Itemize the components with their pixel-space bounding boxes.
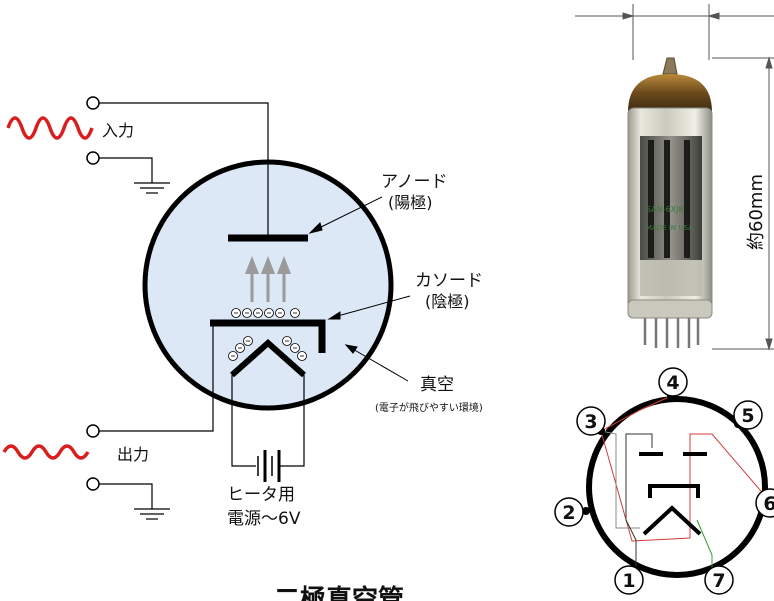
pin-number-5: 5 (741, 405, 754, 427)
heater-leads-right (280, 375, 305, 467)
heater-filament (230, 338, 306, 378)
dimension-lines (575, 4, 774, 351)
pin-number-1: 1 (622, 570, 635, 592)
cathode-label: カソード (415, 271, 483, 291)
ground-symbol-top (134, 182, 170, 194)
pin-badge-4: 4 (658, 367, 688, 397)
anode-sub-label: (陽極) (388, 193, 433, 212)
diagram-title: 二極真空管 (274, 584, 404, 601)
pin-badge-3: 3 (576, 406, 606, 436)
tube-base (627, 299, 713, 319)
output-ground-wire (99, 483, 153, 509)
vacuum-note: (電子が飛びやすい環境) (375, 401, 483, 414)
tube-pins (643, 318, 700, 348)
vacuum-label: 真空 (420, 375, 454, 395)
pin-badge-5: 5 (733, 400, 763, 430)
tube-lower-wires (640, 260, 702, 296)
tube-print-1: SAN-6XJ8 (646, 205, 684, 214)
pin-number-3: 3 (584, 411, 597, 433)
pin-badge-1: 1 (614, 565, 644, 595)
tube-getter-dome (628, 74, 712, 112)
pin-badge-2: 2 (554, 497, 584, 527)
input-ground-wire (99, 157, 153, 183)
input-signal-wave (6, 116, 94, 140)
dimension-label: 約60mm (746, 174, 767, 250)
pin-number-4: 4 (666, 372, 679, 394)
tube-inner-ribs (648, 140, 690, 258)
heater-label-2: 電源〜6V (227, 509, 301, 529)
electron-minus-signs (231, 312, 304, 357)
anode-lead-wire (99, 102, 269, 237)
pin-badge-7: 7 (704, 565, 734, 595)
pinout-diagram: 4 3 5 2 6 1 7 (554, 367, 774, 595)
pin-badge-6: 6 (755, 488, 774, 518)
heater-leads (231, 375, 256, 467)
anode-label: アノード (381, 172, 447, 192)
input-label: 入力 (102, 121, 134, 140)
pinout-electrodes (639, 452, 707, 536)
anode-pin-wire (600, 395, 767, 542)
tube-tip (662, 57, 678, 75)
cathode-sub-label: (陰極) (425, 292, 470, 311)
tube-schematic: 入力 出力 アノード (陽極) カソード (陰極) 真空 (電子が飛びやすい環境… (2, 96, 483, 601)
heater-battery (257, 450, 281, 482)
pin-number-7: 7 (712, 570, 725, 592)
output-terminal-bottom (86, 477, 100, 491)
input-terminal-top (86, 96, 100, 110)
pin-number-2: 2 (562, 502, 575, 524)
plate-wire-left (600, 430, 640, 529)
output-label: 出力 (117, 445, 149, 464)
pin-number-6: 6 (763, 493, 774, 515)
cathode-plate (210, 319, 326, 353)
cathode-lead-wire (99, 323, 214, 432)
output-signal-wave (2, 444, 90, 460)
label-pointers (308, 196, 411, 382)
output-terminal-top (86, 424, 100, 438)
cathode-pin-wire (625, 433, 653, 573)
electron-flow-arrows (245, 256, 291, 302)
tube-photo: 約60mm SAN-6XJ8 MADE IN USA (575, 4, 774, 351)
input-terminal-bottom (86, 151, 100, 165)
ground-symbol-bottom (134, 508, 170, 520)
tube-print-2: MADE IN USA (646, 224, 693, 232)
heater-label-1: ヒータ用 (227, 485, 295, 505)
